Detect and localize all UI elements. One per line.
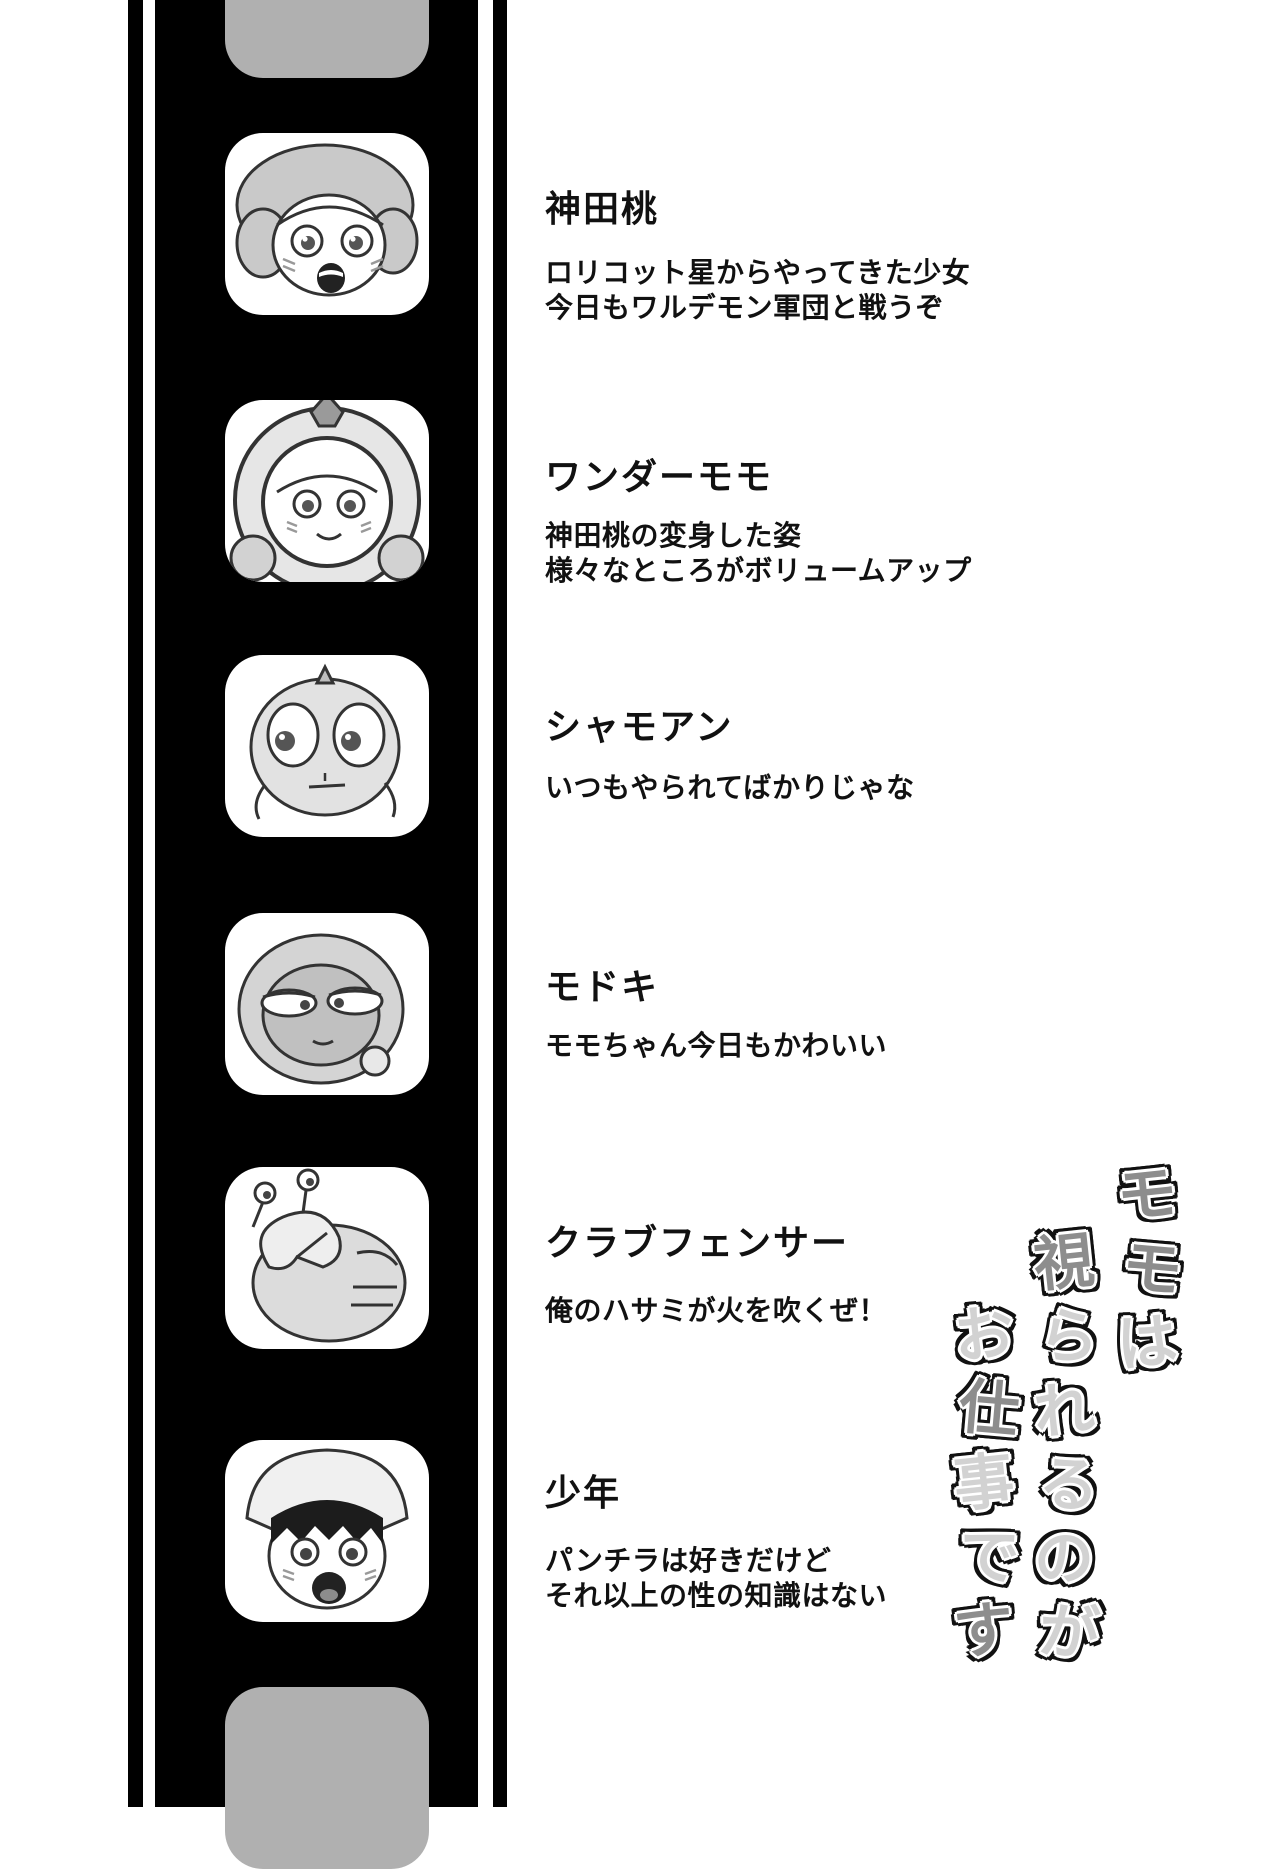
character-desc-wonder-momo: 神田桃の変身した姿 様々なところがボリュームアップ: [545, 518, 1165, 588]
desc-line: 今日もワルデモン軍団と戦うぞ: [545, 291, 945, 324]
portrait-kanda-momo: [225, 133, 429, 315]
title-character: る: [1036, 1447, 1102, 1523]
filmstrip-empty-frame-top: [225, 0, 429, 78]
character-name: 少年: [545, 1473, 622, 1514]
title-character: す: [950, 1593, 1018, 1670]
character-name-kanda-momo: 神田桃: [545, 190, 1105, 230]
filmstrip: [155, 0, 478, 1869]
character-name: クラブフェンサー: [545, 1223, 850, 1264]
title-character: 事: [950, 1445, 1018, 1522]
character-name: 神田桃: [545, 189, 660, 230]
character-desc-crab-fencer: 俺のハサミが火を吹くぜ！: [545, 1293, 1165, 1328]
character-desc-modoki: モモちゃん今日もかわいい: [545, 1028, 1165, 1063]
title-character: ら: [1036, 1299, 1102, 1375]
character-name: シャモアン: [545, 707, 734, 748]
portrait-modoki: [225, 913, 429, 1095]
character-desc-shounen: パンチラは好きだけど それ以上の性の知識はない: [545, 1543, 1165, 1613]
character-name-crab-fencer: クラブフェンサー: [545, 1224, 1105, 1264]
character-desc-chamoan: いつもやられてばかりじゃな: [545, 770, 1165, 805]
desc-line: 様々なところがボリュームアップ: [545, 554, 972, 587]
desc-line: モモちゃん今日もかわいい: [545, 1029, 888, 1062]
title-character: で: [956, 1519, 1022, 1595]
portrait-shounen: [225, 1440, 429, 1622]
desc-line: 神田桃の変身した姿: [545, 519, 802, 552]
title-character: お: [950, 1297, 1018, 1374]
title-character: が: [1036, 1595, 1102, 1671]
title-character: モ: [1113, 1157, 1181, 1234]
title-character: 仕: [956, 1371, 1022, 1447]
portrait-wonder-momo: [225, 400, 429, 582]
portrait-crab-fencer: [225, 1167, 429, 1349]
book-title-column-2: 視られるのが: [1020, 1225, 1112, 1670]
desc-line: いつもやられてばかりじゃな: [545, 771, 915, 804]
portrait-chamoan: [225, 655, 429, 837]
filmstrip-left-rail: [128, 0, 143, 1807]
character-name: モドキ: [545, 967, 660, 1008]
title-character: 視: [1030, 1225, 1098, 1302]
desc-line: パンチラは好きだけど: [545, 1544, 832, 1577]
character-name: ワンダーモモ: [545, 457, 774, 498]
desc-line: 俺のハサミが火を吹くぜ！: [545, 1294, 888, 1327]
character-name-wonder-momo: ワンダーモモ: [545, 458, 1105, 498]
filmstrip-empty-frame-bottom: [225, 1687, 429, 1869]
book-title-column-1: モモは: [1103, 1157, 1195, 1381]
character-name-chamoan: シャモアン: [545, 708, 1105, 748]
title-character: モ: [1119, 1231, 1185, 1307]
page-background: 神田桃 ロリコット星からやってきた少女 今日もワルデモン軍団と戦うぞ ワンダーモ…: [128, 0, 1195, 1869]
desc-line: ロリコット星からやってきた少女: [545, 256, 971, 289]
character-name-modoki: モドキ: [545, 968, 1105, 1008]
character-name-shounen: 少年: [545, 1474, 1105, 1514]
book-title-column-3: お仕事です: [940, 1297, 1032, 1669]
desc-line: それ以上の性の知識はない: [545, 1579, 888, 1612]
character-desc-kanda-momo: ロリコット星からやってきた少女 今日もワルデモン軍団と戦うぞ: [545, 255, 1165, 325]
filmstrip-right-rail: [493, 0, 507, 1807]
